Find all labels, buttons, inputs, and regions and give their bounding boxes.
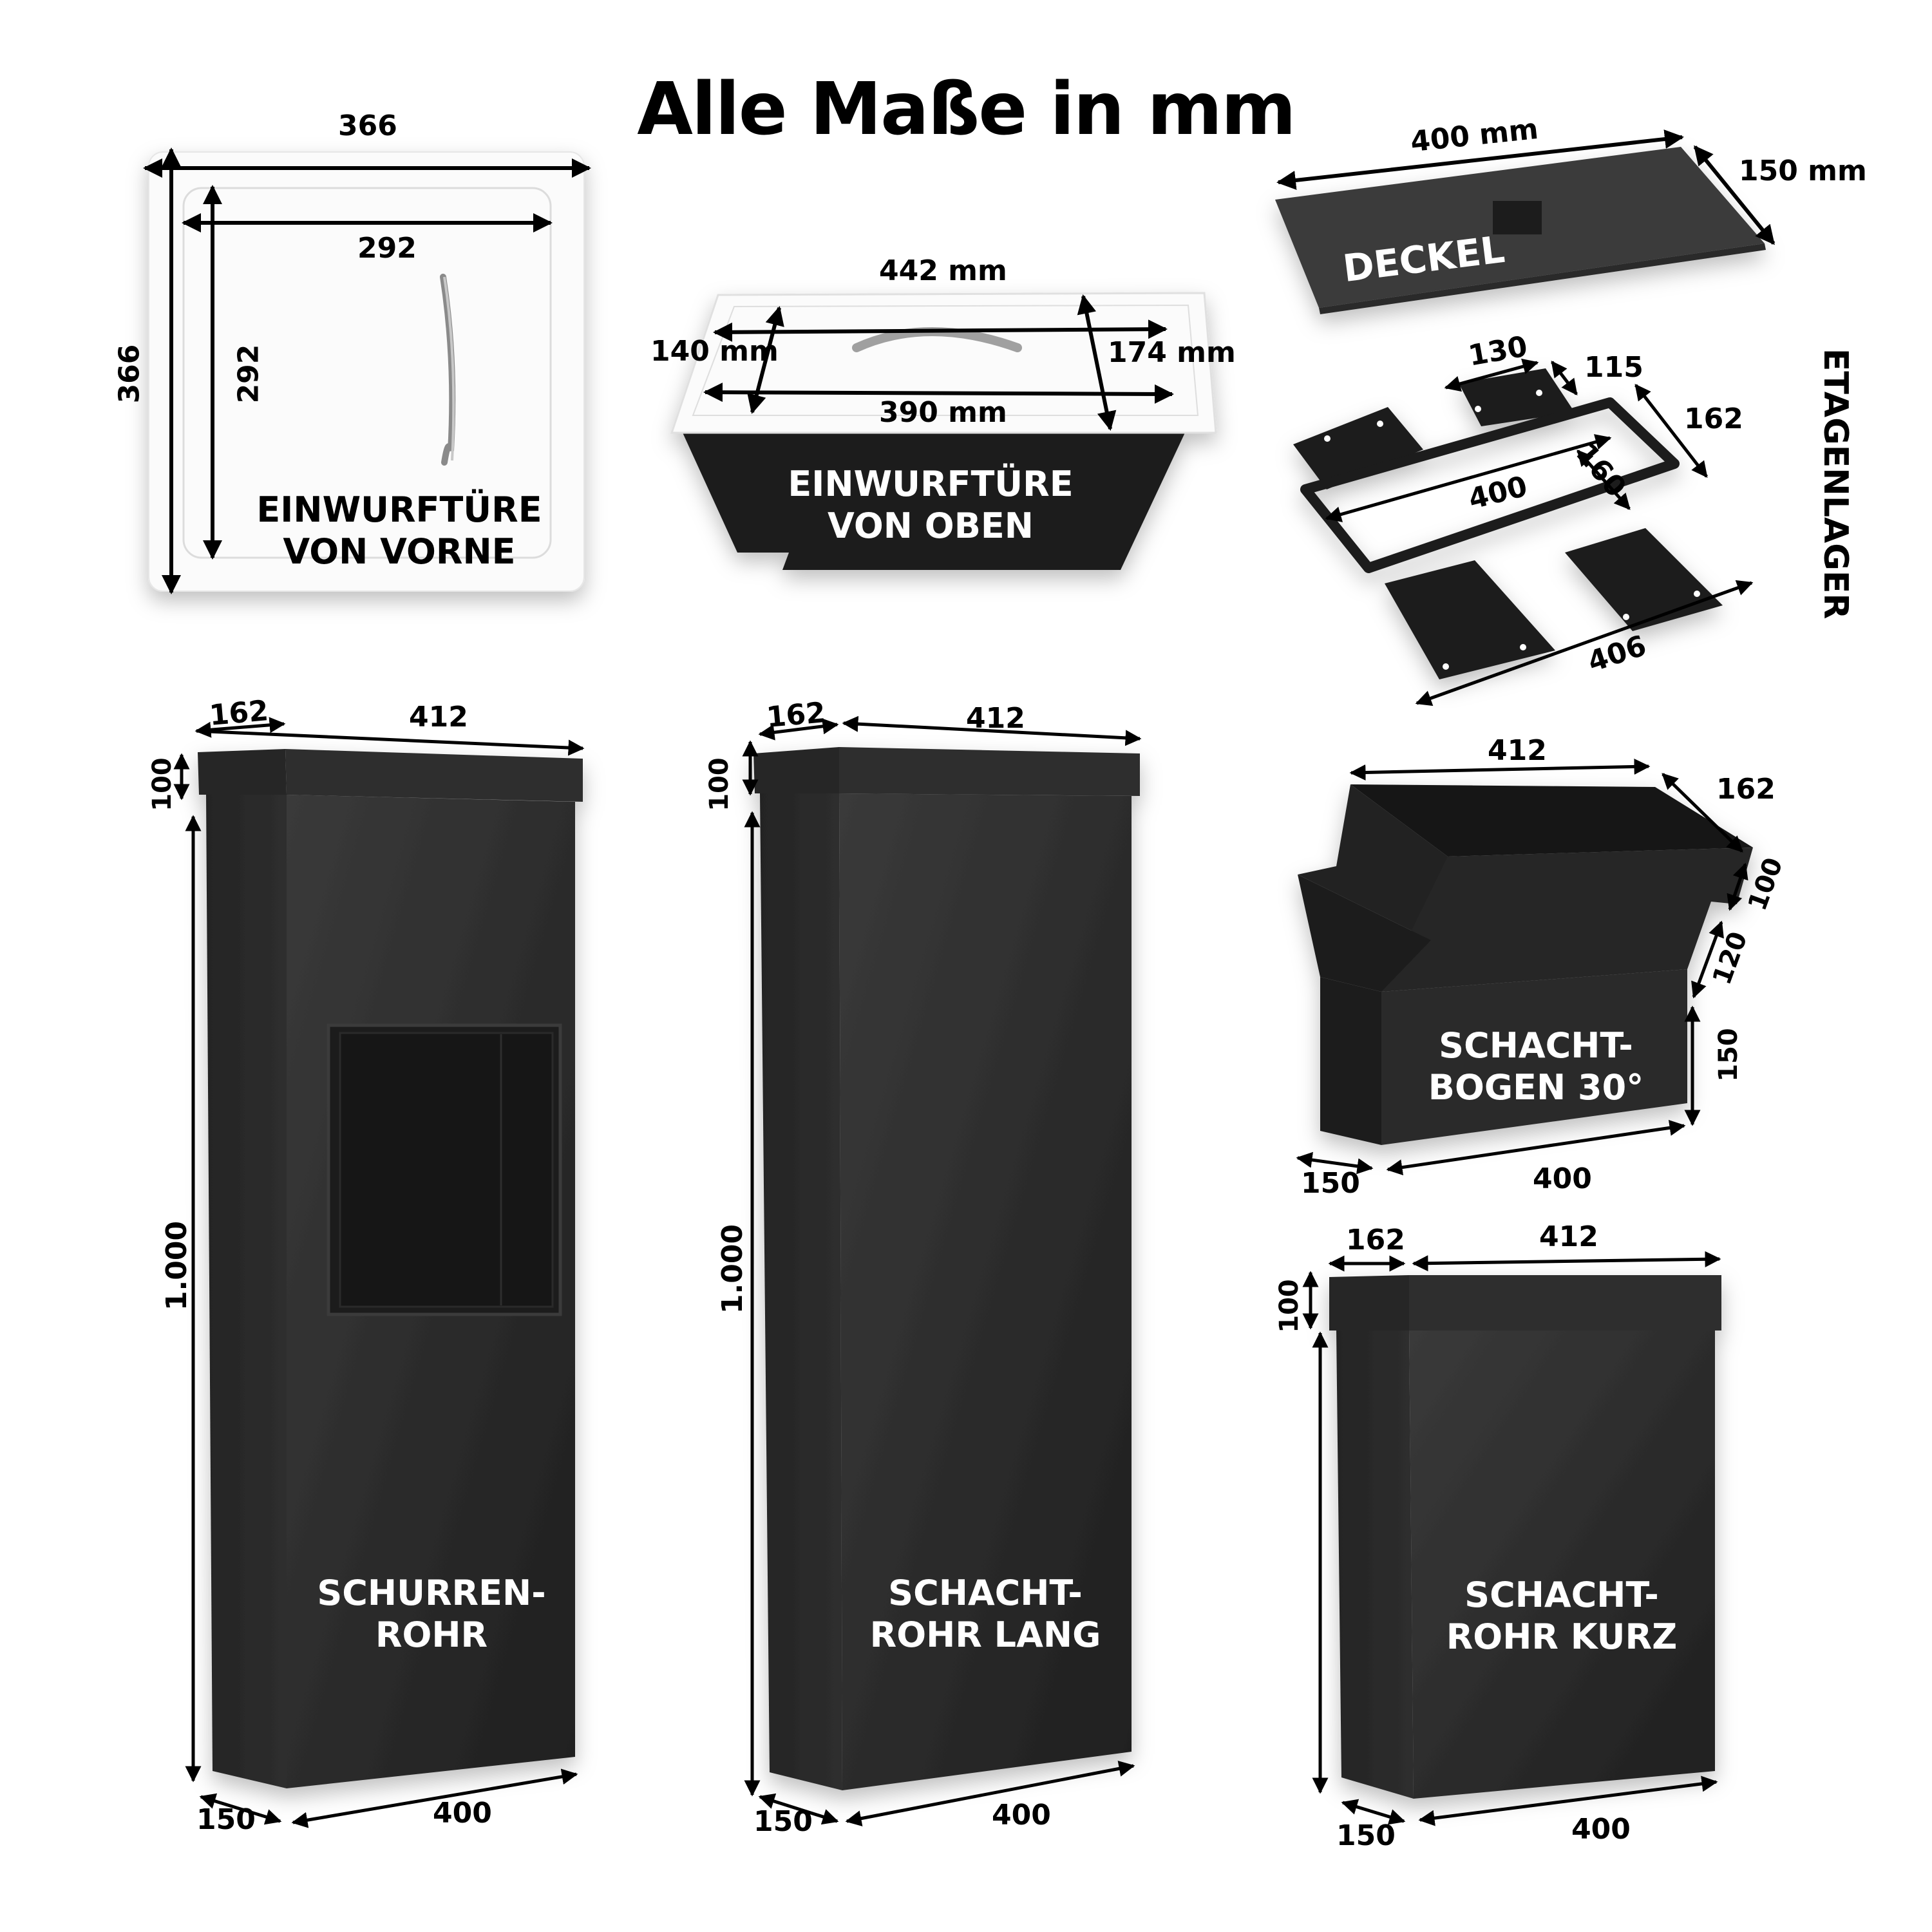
dim-schurrenrohr-collar-height: 100 (147, 757, 177, 811)
dim-schachtbogen-top-width: 412 (1488, 734, 1547, 767)
deckel-label: DECKEL (1340, 227, 1507, 291)
dim-schachtbogen-base-height: 150 (1713, 1028, 1743, 1082)
dim-schachtbogen-offset: 120 (1707, 927, 1754, 989)
dim-schachtbogen-bottom-depth: 150 (1301, 1167, 1360, 1200)
dim-schurrenrohr-top-depth: 162 (207, 694, 270, 732)
dim-schachtrohr-lang-top-width: 412 (966, 702, 1025, 735)
dim-door-front-outer-height: 366 (113, 344, 146, 404)
dim-schachtrohr-lang-bottom-width: 400 (992, 1799, 1051, 1832)
dim-door-top-inner-width: 390 mm (879, 396, 1007, 429)
schachtrohr-kurz-label: SCHACHT- ROHR KURZ (1446, 1575, 1678, 1657)
dim-door-top-left-depth: 140 mm (650, 335, 779, 368)
dim-etagenlager-frame-depth-inner: 160 (1569, 437, 1633, 504)
dim-schachtbogen-bottom-width: 400 (1533, 1162, 1592, 1195)
dim-schurrenrohr-bottom-depth: 150 (196, 1803, 256, 1836)
dim-schachtbogen-top-depth: 162 (1716, 773, 1776, 806)
dim-schachtrohr-lang-collar-height: 100 (704, 757, 734, 811)
dim-schachtrohr-kurz-bottom-depth: 150 (1336, 1819, 1396, 1852)
dim-schurrenrohr-bottom-width: 400 (433, 1797, 492, 1830)
dim-schurrenrohr-top-width: 412 (409, 701, 468, 734)
etagenlager-label: ETAGENLAGER (1816, 348, 1855, 620)
dim-schachtrohr-lang-height: 1.000 (716, 1224, 750, 1314)
door-top-label: EINWURFTÜRE VON OBEN (788, 464, 1074, 546)
dim-door-front-inner-width: 292 (357, 232, 417, 265)
dim-schachtrohr-lang-bottom-depth: 150 (753, 1805, 813, 1838)
dim-etagenlager-plate-width: 130 (1466, 330, 1530, 373)
schachtbogen-label: SCHACHT- BOGEN 30° (1428, 1025, 1644, 1108)
dim-door-top-width: 442 mm (879, 254, 1007, 287)
dim-schachtbogen-collar-height: 100 (1742, 853, 1789, 915)
dim-door-front-inner-height: 292 (232, 344, 265, 404)
etagenlager-illustration (1293, 368, 1723, 679)
schurrenrohr-label: SCHURREN- ROHR (317, 1573, 546, 1655)
dim-schachtrohr-kurz-bottom-width: 400 (1571, 1813, 1631, 1846)
dim-door-front-outer-width: 366 (338, 109, 397, 142)
dim-schachtrohr-lang-top-depth: 162 (764, 696, 827, 734)
dim-door-top-right-depth: 174 mm (1108, 336, 1236, 369)
dim-etagenlager-frame-depth-outer: 162 (1684, 402, 1743, 435)
dim-deckel-width: 150 mm (1739, 155, 1867, 187)
dim-schachtrohr-kurz-top-depth: 162 (1346, 1224, 1405, 1256)
dim-schachtrohr-kurz-top-width: 412 (1539, 1220, 1598, 1253)
page-title: Alle Maße in mm (637, 68, 1296, 151)
door-front-label: EINWURFTÜRE VON VORNE (256, 489, 542, 572)
schachtrohr-lang-label: SCHACHT- ROHR LANG (869, 1573, 1101, 1655)
dim-schachtrohr-kurz-collar-height: 100 (1274, 1279, 1304, 1333)
schachtrohr-kurz-illustration (1329, 1275, 1721, 1799)
dim-etagenlager-total-length: 406 (1584, 629, 1651, 679)
dim-schurrenrohr-height: 1.000 (160, 1220, 194, 1311)
dim-etagenlager-frame-length: 400 (1465, 469, 1531, 516)
dim-etagenlager-plate-depth: 115 (1584, 351, 1643, 384)
